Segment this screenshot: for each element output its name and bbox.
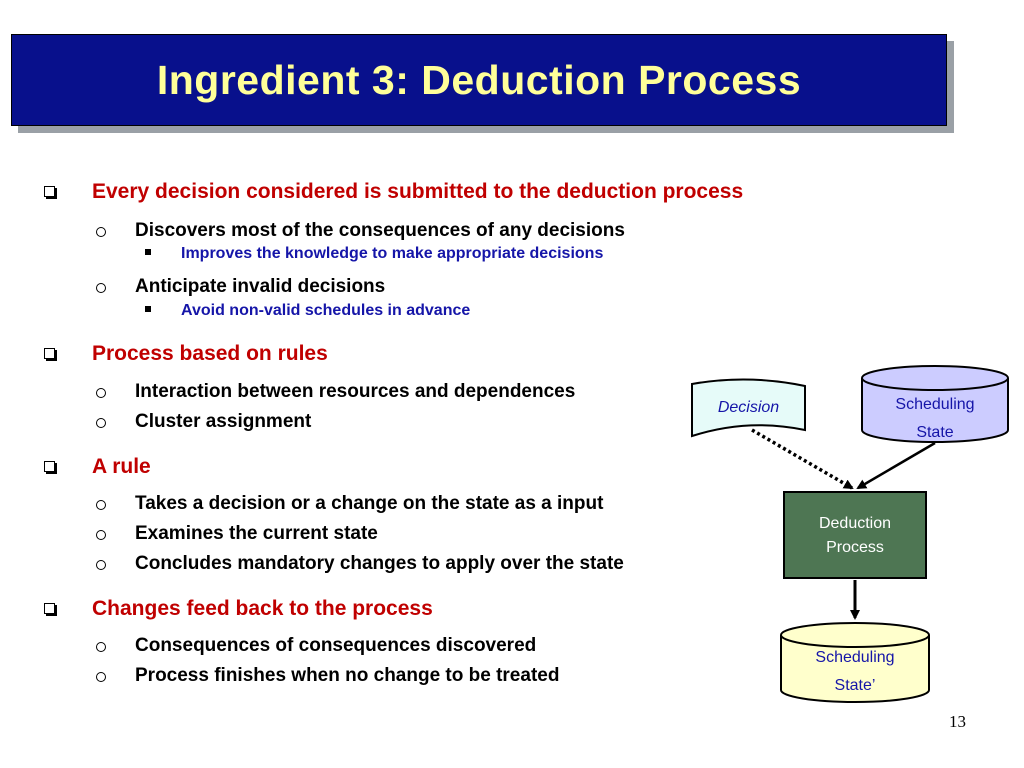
bullet-text: Changes feed back to the process xyxy=(92,597,433,620)
circle-bullet-icon xyxy=(96,500,106,510)
scheduling-state-prime-label: Scheduling State’ xyxy=(815,649,895,694)
bullet-text: Every decision considered is submitted t… xyxy=(92,180,744,203)
square-bullet-icon xyxy=(145,306,151,312)
circle-bullet-icon xyxy=(96,227,106,237)
bullet-text: A rule xyxy=(92,455,151,478)
state-arrow xyxy=(856,441,936,490)
circle-bullet-icon xyxy=(96,283,106,293)
square-bullet-icon xyxy=(145,249,151,255)
scheduling-state-label: Scheduling State xyxy=(895,396,975,441)
square-bullet-icon xyxy=(44,348,55,359)
bullet-text: Interaction between resources and depend… xyxy=(135,381,576,402)
deduction-process-label: Deduction Process xyxy=(818,515,892,556)
bullet-text: Avoid non-valid schedules in advance xyxy=(181,302,471,319)
bullet-text: Improves the knowledge to make appropria… xyxy=(181,245,604,262)
slide-title: Ingredient 3: Deduction Process xyxy=(156,56,802,103)
deduction-process-box xyxy=(783,491,927,579)
bullet-text: Consequences of consequences discovered xyxy=(135,635,537,656)
bullet-text: Anticipate invalid decisions xyxy=(135,276,386,297)
bullet-text: Process finishes when no change to be tr… xyxy=(135,665,560,686)
circle-bullet-icon xyxy=(96,642,106,652)
circle-bullet-icon xyxy=(96,530,106,540)
square-bullet-icon xyxy=(44,186,55,197)
bullet-text: Discovers most of the consequences of an… xyxy=(135,220,625,241)
circle-bullet-icon xyxy=(96,560,106,570)
circle-bullet-icon xyxy=(96,672,106,682)
bullet-text: Concludes mandatory changes to apply ove… xyxy=(135,553,624,574)
bullet-text: Examines the current state xyxy=(135,523,378,544)
circle-bullet-icon xyxy=(96,388,106,398)
bullet-text: Process based on rules xyxy=(92,342,328,365)
square-bullet-icon xyxy=(44,461,55,472)
title-banner: Ingredient 3: Deduction Process xyxy=(11,34,947,126)
scheduling-state-prime-cylinder xyxy=(780,622,930,703)
decision-arrow xyxy=(751,428,854,490)
bullet-text: Cluster assignment xyxy=(135,411,312,432)
scheduling-state-cylinder xyxy=(861,365,1009,443)
page-number: 13 xyxy=(949,712,966,731)
decision-label: Decision xyxy=(717,399,780,416)
bullet-text: Takes a decision or a change on the stat… xyxy=(135,493,604,514)
square-bullet-icon xyxy=(44,603,55,614)
circle-bullet-icon xyxy=(96,418,106,428)
decision-shape xyxy=(691,378,806,438)
